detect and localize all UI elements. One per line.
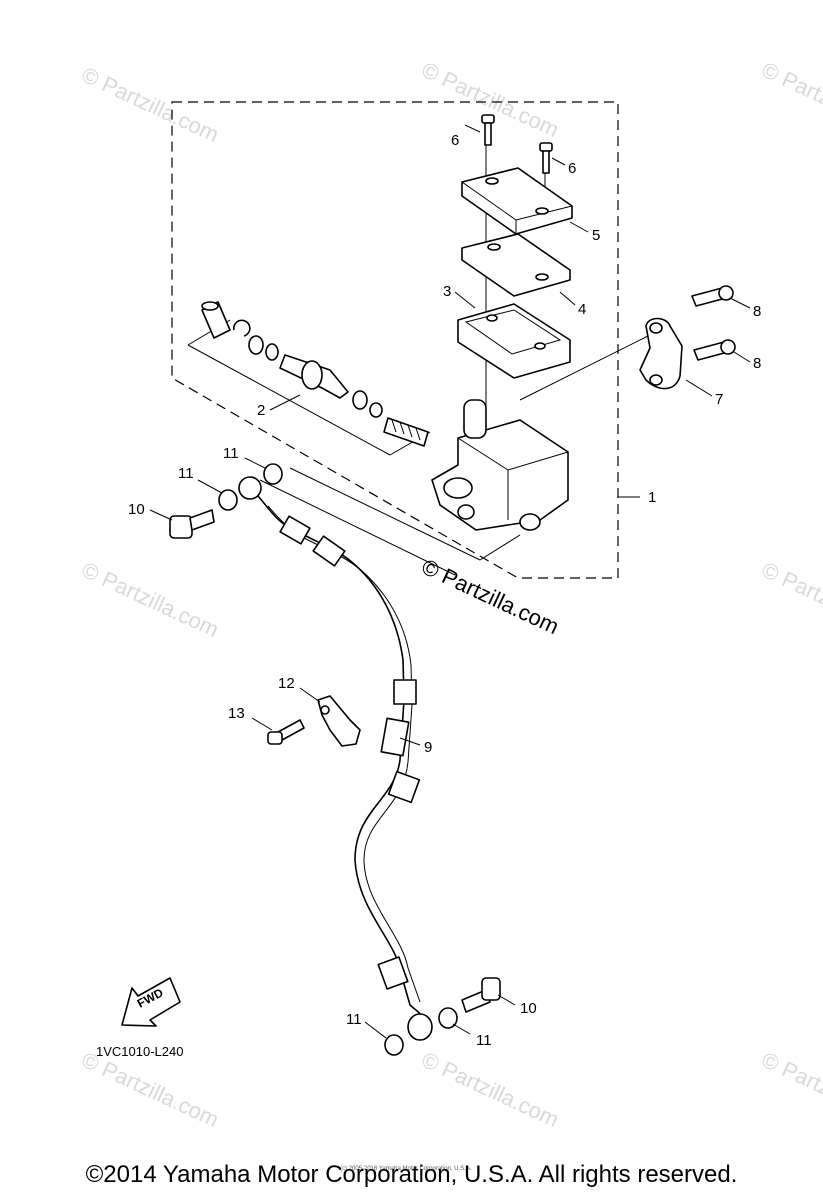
callout-11-a: 11 (178, 465, 194, 482)
callout-8-upper: 8 (753, 303, 761, 320)
callout-leaders (149, 124, 751, 1039)
bolt-8-upper[interactable] (691, 285, 734, 307)
reservoir-cap-5[interactable] (461, 167, 573, 235)
hose-guide-12[interactable] (317, 695, 361, 747)
callout-5: 5 (592, 227, 600, 244)
faint-watermark: © Partzilla.com (78, 1047, 223, 1132)
callout-12: 12 (278, 675, 295, 692)
fwd-direction-arrow: FWD (121, 977, 181, 1027)
screw-6-right[interactable] (539, 142, 553, 174)
faint-watermarks: © Partzilla.com © Partzilla.com © Partzi… (78, 57, 823, 1132)
faint-watermark: © Partzilla.com (758, 57, 823, 142)
faint-watermark: © Partzilla.com (78, 62, 223, 147)
callout-8-lower: 8 (753, 355, 761, 372)
callout-6-right: 6 (568, 160, 576, 177)
diaphragm-plate-4[interactable] (461, 233, 571, 297)
callout-11-d: 11 (476, 1032, 492, 1049)
callout-11-c: 11 (346, 1011, 362, 1028)
faint-watermark: © Partzilla.com (418, 1047, 563, 1132)
callout-10-upper: 10 (128, 501, 145, 518)
washers-11-upper[interactable] (218, 463, 283, 511)
callout-13: 13 (228, 705, 245, 722)
reference-code: 1VC1010-L240 (96, 1044, 183, 1059)
callout-6-left: 6 (451, 132, 459, 149)
diaphragm-3[interactable] (457, 303, 571, 379)
assembly-boundary (171, 101, 619, 579)
clamp-holder-7[interactable] (639, 317, 683, 390)
union-bolt-10-upper[interactable] (169, 509, 215, 539)
callout-1: 1 (648, 489, 656, 506)
copyright-notice: ©2014 Yamaha Motor Corporation, U.S.A. A… (85, 1161, 738, 1188)
callout-7: 7 (715, 391, 723, 408)
partzilla-watermark: © Partzilla.com (418, 554, 563, 639)
master-cylinder-body-1[interactable] (431, 399, 569, 531)
piston-kit-2[interactable] (201, 301, 429, 447)
callout-2: 2 (257, 402, 265, 419)
washers-11-lower[interactable] (384, 1007, 458, 1056)
brake-hose-9[interactable] (238, 476, 433, 1041)
callout-3: 3 (443, 283, 451, 300)
callout-numbers: 1 2 3 4 5 6 6 7 8 8 9 10 10 11 11 11 11 … (128, 132, 761, 1049)
faint-watermark: © Partzilla.com (78, 557, 223, 642)
fine-print-copyright: (c) 2005-2016 Yamaha Motor Corporation, … (340, 1166, 472, 1172)
callout-10-lower: 10 (520, 1000, 537, 1017)
bolt-8-lower[interactable] (693, 339, 736, 361)
callout-4: 4 (578, 301, 586, 318)
callout-9: 9 (424, 739, 432, 756)
callout-11-b: 11 (223, 445, 239, 462)
union-bolt-10-lower[interactable] (461, 977, 501, 1013)
faint-watermark: © Partzilla.com (758, 1047, 823, 1132)
screw-6-left[interactable] (481, 114, 495, 146)
bolt-13[interactable] (267, 719, 305, 745)
faint-watermark: © Partzilla.com (758, 557, 823, 642)
